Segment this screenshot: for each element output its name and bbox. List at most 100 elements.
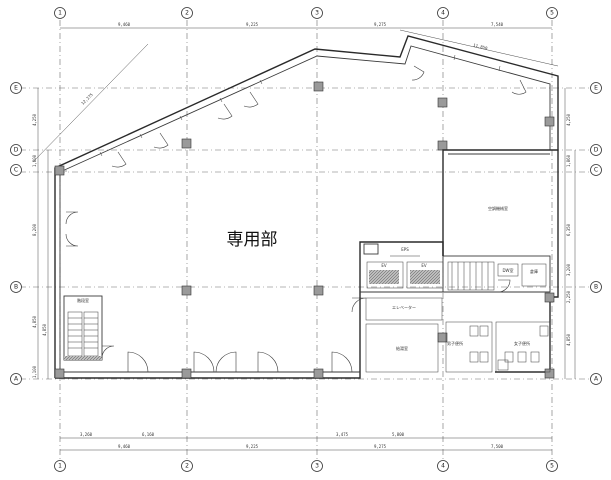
column-bubble-top-4: 4: [437, 7, 449, 19]
dimension-texts: 9,460 9,225 9,275 7,540 3,260 6,160 3,47…: [32, 22, 571, 449]
row-bubble-right-C: C: [590, 164, 602, 176]
column-bubble-bottom-4: 4: [437, 460, 449, 472]
stair-room-label: 階段室: [77, 297, 89, 303]
dim-top-4: 7,540: [491, 22, 504, 27]
dimension-lines: [32, 27, 576, 451]
stair-room: 階段室: [63, 295, 115, 361]
column-bubble-top-5: 5: [546, 7, 558, 19]
column-3A: [313, 368, 324, 379]
svg-text:B: B: [594, 284, 598, 291]
dim-right-5: 2,250: [566, 290, 571, 303]
dim-left-6: 1,100: [32, 365, 37, 378]
dim-right-6: 4,850: [566, 333, 571, 346]
door-swings: [65, 65, 527, 373]
column-bubble-bottom-5: 5: [546, 460, 558, 472]
column-2D: [181, 138, 192, 149]
row-bubble-left-C: C: [10, 164, 22, 176]
column-5A: [544, 368, 555, 379]
column-4D: [437, 140, 448, 151]
column-1C: [54, 165, 65, 176]
mech-room: 空調機械室: [442, 149, 558, 256]
pantry-label: 給湯室: [396, 345, 408, 351]
dim-left-4: 4,850: [32, 315, 37, 328]
elevator-core: EV EV EPS エレベーター: [359, 241, 550, 372]
column-5E: [544, 116, 555, 127]
svg-text:C: C: [14, 167, 18, 174]
column-2B: [181, 285, 192, 296]
dim-bottom-lower-2: 9,225: [246, 444, 259, 449]
row-bubble-right-A: A: [590, 373, 602, 385]
svg-text:A: A: [594, 376, 599, 383]
eps-label: EPS: [401, 247, 409, 252]
row-bubble-right-B: B: [590, 281, 602, 293]
dim-bottom-lower-4: 7,500: [491, 444, 504, 449]
svg-text:3: 3: [315, 463, 319, 470]
ev1-label: EV: [381, 263, 387, 268]
column-4A: [437, 332, 448, 343]
dim-bottom-upper-1: 3,260: [80, 432, 93, 437]
mech-room-label: 空調機械室: [488, 205, 508, 211]
ev2-label: EV: [421, 263, 427, 268]
row-bubble-left-D: D: [10, 144, 22, 156]
dim-top-1: 9,460: [118, 22, 131, 27]
svg-text:B: B: [14, 284, 18, 291]
dim-left-5: 4,850: [42, 323, 47, 336]
storage-label: 倉庫: [530, 268, 538, 274]
dim-left-2: 1,800: [32, 154, 37, 167]
right-core: DW室 倉庫: [442, 255, 551, 293]
svg-text:D: D: [594, 147, 599, 154]
svg-text:3: 3: [315, 10, 319, 17]
row-bubble-right-D: D: [590, 144, 602, 156]
svg-text:A: A: [14, 376, 19, 383]
female-wc-label: 女子便所: [514, 340, 530, 346]
dim-bottom-upper-4: 5,800: [392, 432, 405, 437]
dim-bottom-upper-3: 3,475: [336, 432, 349, 437]
grid-bubbles: 1 2 3 4 5 1 2 3 4 5 E D C B A E D C B A: [10, 7, 602, 472]
column-1A: [54, 368, 65, 379]
column-3B: [313, 285, 324, 296]
dim-bottom-upper-2: 6,160: [142, 432, 155, 437]
column-4E: [437, 97, 448, 108]
row-bubble-left-E: E: [10, 82, 22, 94]
column-bubble-bottom-3: 3: [311, 460, 323, 472]
column-bubble-top-1: 1: [54, 7, 66, 19]
column-5B: [544, 292, 555, 303]
column-bubble-top-2: 2: [181, 7, 193, 19]
column-bubble-top-3: 3: [311, 7, 323, 19]
grid-lines: [20, 20, 590, 462]
row-bubble-left-B: B: [10, 281, 22, 293]
dim-right-1: 4,250: [566, 113, 571, 126]
svg-text:D: D: [14, 147, 19, 154]
column-3E: [313, 81, 324, 92]
svg-text:C: C: [594, 167, 598, 174]
svg-text:E: E: [14, 85, 18, 92]
svg-text:4: 4: [441, 10, 445, 17]
elevator-hall-label: エレベーター: [392, 304, 416, 310]
row-bubble-left-A: A: [10, 373, 22, 385]
service-rooms: 給湯室 男子便所 女子便所: [365, 321, 551, 373]
column-2A: [181, 368, 192, 379]
dim-diag-2: 11,850: [473, 42, 489, 50]
column-bubble-bottom-2: 2: [181, 460, 193, 472]
exterior-walls: [54, 35, 559, 379]
dim-diag-1: 12,275: [80, 92, 94, 106]
svg-text:5: 5: [550, 463, 554, 470]
svg-text:1: 1: [58, 463, 62, 470]
male-wc-label: 男子便所: [447, 340, 463, 346]
dim-top-3: 9,275: [374, 22, 387, 27]
private-area-label: 専用部: [227, 230, 278, 250]
dim-left-3: 8,200: [32, 223, 37, 236]
dim-bottom-lower-3: 9,275: [374, 444, 387, 449]
dw-room-label: DW室: [502, 267, 513, 273]
column-bubble-bottom-1: 1: [54, 460, 66, 472]
svg-text:2: 2: [185, 463, 189, 470]
dim-right-4: 3,200: [566, 263, 571, 276]
row-bubble-right-E: E: [590, 82, 602, 94]
svg-text:E: E: [594, 85, 598, 92]
svg-text:1: 1: [58, 10, 62, 17]
dim-right-3: 6,350: [566, 223, 571, 236]
dim-right-2: 1,860: [566, 154, 571, 167]
structural-columns: [54, 81, 555, 379]
dim-bottom-lower-1: 9,460: [118, 444, 131, 449]
